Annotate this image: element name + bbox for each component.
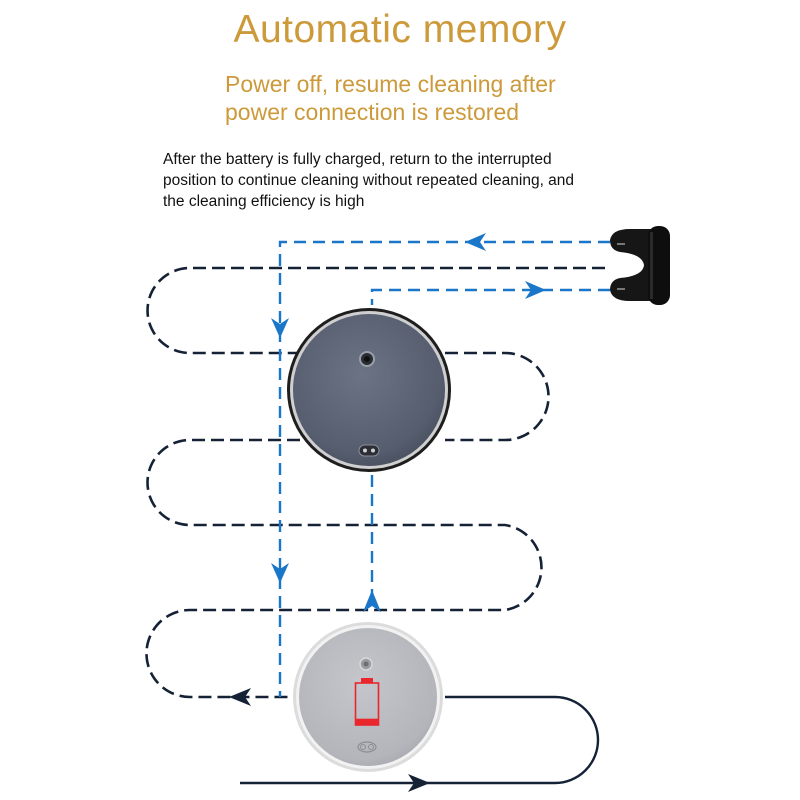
subtitle-line: Power off, resume cleaning after [225, 71, 556, 97]
description-line: the cleaning efficiency is high [163, 193, 365, 210]
battery-level-fill [355, 718, 379, 725]
dark-arrow-left-icon [229, 688, 251, 706]
resume-path-upper [370, 288, 610, 305]
route-row-3 [145, 438, 543, 699]
robot-vacuum-low-battery-icon [293, 622, 443, 772]
blue-arrow-left-icon [465, 233, 486, 251]
blue-arrow-down-icon [271, 318, 289, 338]
page-title: Automatic memory [233, 8, 567, 51]
robot-vacuum-icon [287, 308, 451, 472]
blue-arrow-right-icon [525, 281, 546, 299]
blue-arrow-up-icon [363, 590, 381, 612]
low-battery-icon [354, 678, 380, 726]
cleaning-route-dashed [145, 266, 605, 699]
subtitle-line: power connection is restored [225, 99, 520, 125]
description: After the battery is fully charged, retu… [163, 149, 574, 212]
description-line: After the battery is fully charged, retu… [163, 151, 552, 168]
route-row-1 [146, 266, 605, 355]
cleaning-route-solid [240, 695, 600, 785]
return-route [278, 240, 610, 697]
route-row-2 [445, 351, 550, 442]
arrows [229, 233, 546, 792]
charging-dock-icon [610, 226, 670, 305]
description-line: position to continue cleaning without re… [163, 172, 575, 189]
blue-arrow-down-icon [271, 563, 289, 583]
dark-arrow-right-icon [408, 774, 430, 792]
return-to-dock-path [278, 240, 610, 697]
subtitle: Power off, resume cleaning after power c… [225, 70, 556, 126]
